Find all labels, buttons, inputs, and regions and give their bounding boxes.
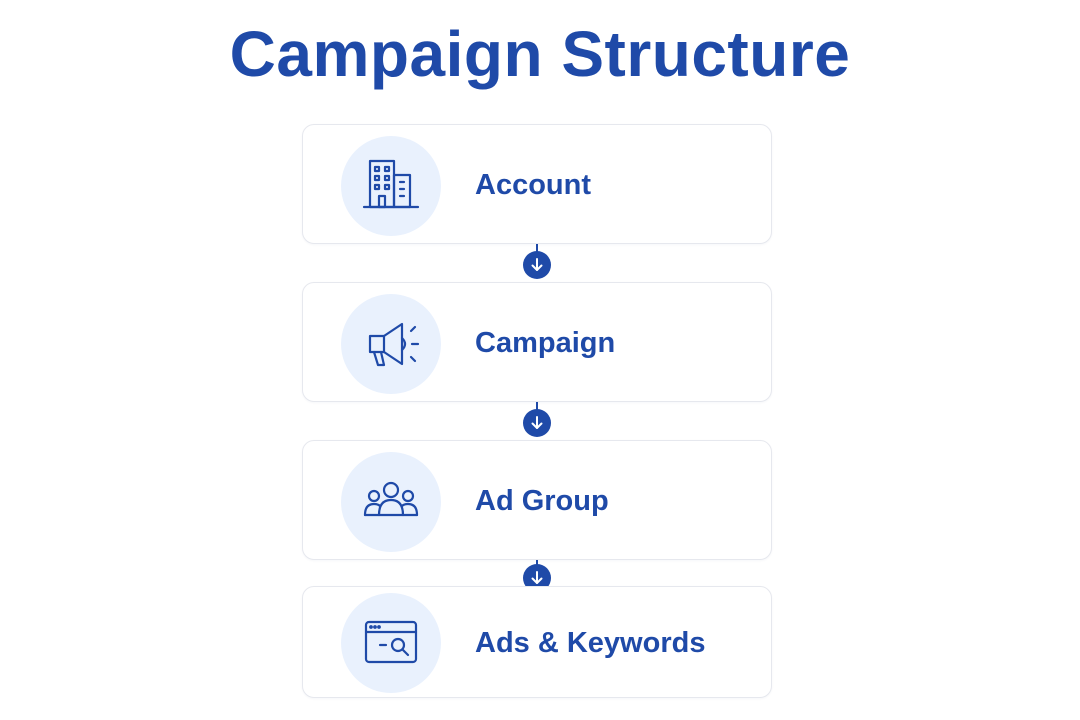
connector-line [536, 402, 538, 412]
step-label: Ads & Keywords [475, 626, 706, 659]
page-title: Campaign Structure [229, 18, 851, 90]
browser-search-icon [364, 620, 418, 664]
connector-line [536, 560, 538, 566]
megaphone-icon [368, 322, 420, 367]
step-card-campaign: Campaign [302, 282, 772, 402]
icon-circle [341, 294, 441, 394]
building-icon [362, 159, 420, 209]
arrow-down-icon [523, 409, 551, 437]
icon-circle [341, 452, 441, 552]
icon-circle [341, 136, 441, 236]
people-group-icon [363, 481, 419, 517]
step-label: Ad Group [475, 484, 609, 517]
arrow-down-icon [523, 251, 551, 279]
step-label: Campaign [475, 326, 616, 359]
step-card-account: Account [302, 124, 772, 244]
icon-circle [341, 593, 441, 693]
step-card-ads-keywords: Ads & Keywords [302, 586, 772, 698]
connector-line [536, 244, 538, 254]
step-card-ad-group: Ad Group [302, 440, 772, 560]
step-label: Account [475, 168, 591, 201]
